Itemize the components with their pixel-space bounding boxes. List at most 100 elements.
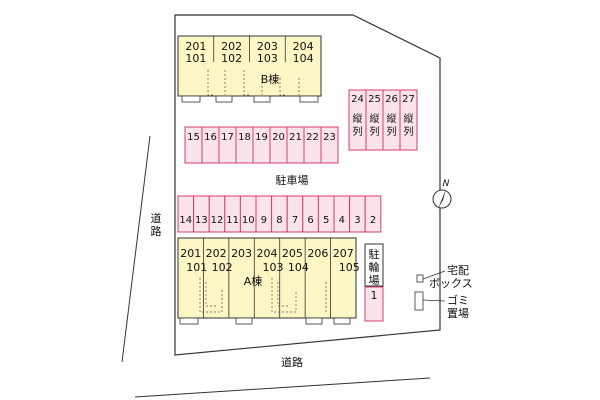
parking-space-7-number: 7 — [292, 215, 298, 226]
building-a-unit-204: 204 — [257, 247, 278, 260]
parking-space-5 — [317, 195, 335, 233]
parking-space-24-label-2: 列 — [353, 125, 363, 138]
parking-space-3-number: 3 — [354, 215, 360, 226]
parking-space-22-number: 22 — [306, 132, 319, 143]
parking-space-9-number: 9 — [261, 215, 267, 226]
parking-space-14-number: 14 — [179, 215, 192, 226]
parking-space-24-number: 24 — [351, 94, 364, 105]
delivery-box: 宅配 ボックス — [416, 263, 473, 290]
building-a-unit-201: 201 — [180, 247, 201, 260]
parking-space-20-number: 20 — [272, 132, 285, 143]
building-a-unit-104: 104 — [288, 261, 309, 274]
parking-space-24-label-1: 縦 — [353, 112, 363, 125]
parking-space-16-number: 16 — [204, 132, 217, 143]
building-b-unit-201: 201 — [185, 40, 206, 53]
trash-area-label-1: ゴミ — [447, 293, 469, 307]
parking-space-27-label-1: 縦 — [404, 112, 414, 125]
parking-space-7 — [286, 195, 304, 233]
parking-space-27 — [399, 89, 418, 151]
building-b-unit-203: 203 — [257, 40, 278, 53]
parking-space-2-number: 2 — [370, 215, 376, 226]
parking-space-26-label-1: 縦 — [387, 112, 397, 125]
building-a-unit-202: 202 — [206, 247, 227, 260]
parking-space-27-label-2: 列 — [404, 125, 414, 138]
delivery-box-label-2: ボックス — [429, 277, 473, 290]
parking-space-5-number: 5 — [323, 215, 329, 226]
building-b-unit-204: 204 — [293, 40, 314, 53]
road-bottom-label: 道路 — [281, 355, 303, 369]
road-bottom-line — [134, 377, 431, 398]
parking-space-19-number: 19 — [255, 132, 268, 143]
building-a-unit-101: 101 — [186, 261, 207, 274]
building-a-unit-102: 102 — [212, 261, 233, 274]
road-left-line — [121, 135, 151, 363]
parking-space-11-number: 11 — [226, 215, 239, 226]
parking-space-3 — [349, 195, 366, 233]
building-a-unit-205: 205 — [282, 247, 303, 260]
parking-space-10-number: 10 — [242, 215, 255, 226]
parking-space-8 — [271, 195, 288, 233]
parking-space-6-number: 6 — [307, 215, 313, 226]
building-b-label: B棟 — [261, 72, 280, 86]
delivery-box-icon — [416, 274, 424, 283]
parking-space-23-number: 23 — [323, 132, 336, 143]
delivery-box-label-1: 宅配 — [447, 263, 469, 277]
parking-space-4-number: 4 — [339, 215, 345, 226]
parking-space-12-number: 12 — [211, 215, 224, 226]
building-b-unit-101: 101 — [185, 52, 206, 65]
trash-area: ゴミ 置場 — [414, 291, 469, 320]
bike-parking-char-2: 輪 — [369, 260, 380, 274]
parking-space-25-number: 25 — [368, 94, 381, 105]
parking-space-13 — [193, 195, 210, 233]
building-b-unit-102: 102 — [221, 52, 242, 65]
parking-space-23 — [320, 126, 339, 164]
bike-parking-char-1: 駐 — [369, 247, 380, 261]
north-label: N — [443, 179, 450, 189]
parking-space-11 — [224, 195, 241, 233]
parking-space-4 — [333, 195, 351, 233]
building-a-unit-207: 207 — [333, 247, 354, 260]
building-a-unit-206: 206 — [307, 247, 328, 260]
road-left-label-2: 路 — [151, 225, 162, 238]
parking-space-25-label-2: 列 — [370, 125, 380, 138]
building-b-unit-202: 202 — [221, 40, 242, 53]
bike-parking: 駐 輪 場 1 — [364, 243, 384, 322]
building-b-unit-104: 104 — [293, 52, 314, 65]
parking-space-9 — [255, 195, 273, 233]
parking-space-12 — [208, 195, 226, 233]
building-b-unit-103: 103 — [257, 52, 278, 65]
parking-space-25-label-1: 縦 — [370, 112, 380, 125]
building-a-unit-105: 105 — [339, 261, 360, 274]
parking-row-top: 15 16 17 18 19 20 21 22 23 — [184, 126, 339, 164]
parking-space-2 — [364, 195, 382, 233]
trash-area-label-2: 置場 — [447, 307, 469, 320]
parking-space-14 — [177, 195, 195, 233]
bike-parking-char-3: 場 — [369, 274, 380, 287]
parking-space-21-number: 21 — [289, 132, 302, 143]
parking-space-27-number: 27 — [402, 94, 415, 105]
road-left-label-1: 道 — [151, 211, 162, 225]
north-arrow-icon: N — [432, 179, 452, 209]
parking-space-15-number: 15 — [187, 132, 200, 143]
parking-space-26-number: 26 — [385, 94, 398, 105]
parking-space-1 — [364, 286, 384, 322]
parking-space-17-number: 17 — [221, 132, 234, 143]
parking-label: 駐車場 — [276, 173, 309, 187]
parking-space-1-number: 1 — [371, 289, 378, 302]
parking-space-18-number: 18 — [238, 132, 251, 143]
parking-space-10 — [239, 195, 257, 233]
parking-space-8-number: 8 — [276, 215, 282, 226]
building-a-unit-203: 203 — [231, 247, 252, 260]
building-a-unit-103: 103 — [263, 261, 284, 274]
building-a-label: A棟 — [244, 274, 263, 288]
parking-space-13-number: 13 — [195, 215, 208, 226]
parking-space-26-label-2: 列 — [387, 125, 397, 138]
building-a-body — [177, 237, 357, 319]
trash-area-icon — [414, 291, 424, 311]
parking-space-6 — [302, 195, 319, 233]
